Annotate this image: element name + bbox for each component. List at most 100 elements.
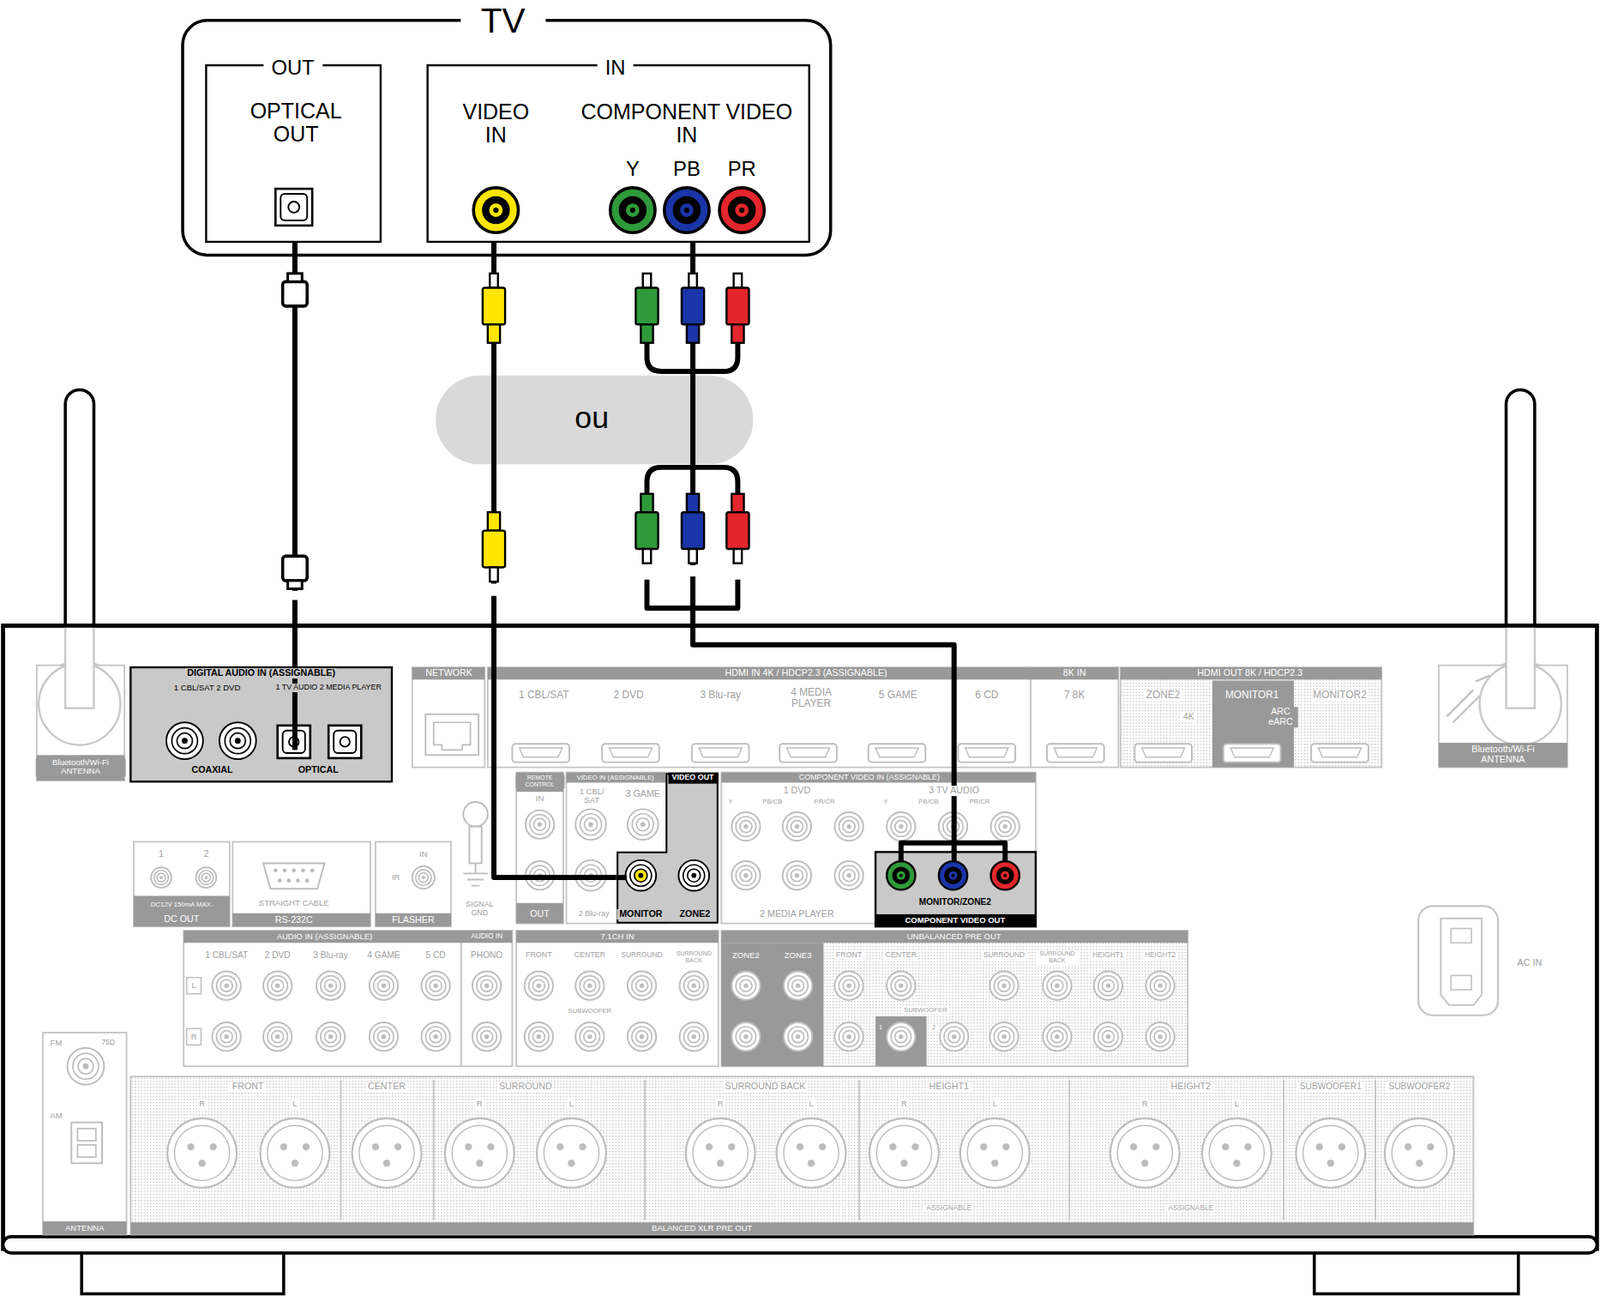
jack-ring [787, 1026, 808, 1047]
jack-ring [731, 971, 760, 1000]
jack-ring [991, 812, 1020, 841]
xlr-pin [578, 1142, 586, 1150]
jack-core [687, 1030, 700, 1043]
color-jack [886, 860, 915, 890]
jack-core [229, 733, 246, 749]
am-terminal-slot [77, 1144, 96, 1157]
panel-heading: Bluetooth/Wi-Fi ANTENNA [1449, 745, 1557, 766]
text-slot: DC OUT [162, 914, 202, 925]
jack-pin [484, 983, 489, 988]
panel-label: IN [533, 793, 546, 803]
jack-ring [1094, 1022, 1123, 1051]
jack-ring [524, 1022, 554, 1051]
jack-pin [743, 872, 748, 878]
text-slot: VIDEO IN [452, 99, 539, 147]
panel-label: COMPONENT VIDEO OUT [902, 915, 1008, 925]
text-slot: Y [726, 798, 735, 807]
label-band [667, 772, 718, 784]
jack-ring [472, 971, 501, 1000]
panel-label: Y [726, 798, 735, 807]
text-slot: MONITOR2 [1311, 690, 1369, 702]
jack-ring [787, 865, 807, 885]
jack-pin [484, 1034, 489, 1039]
color-jack [938, 860, 968, 890]
hdmi-port [1134, 743, 1192, 762]
antenna-rod-hidden [1506, 624, 1535, 709]
text-slot: 2 [201, 848, 211, 860]
xlr-jack-ring [1303, 1124, 1359, 1180]
panel-fill [1438, 665, 1568, 768]
panel-heading: 8K IN [1060, 667, 1089, 679]
text-slot: PB [671, 157, 704, 181]
text-slot: OUT [263, 55, 323, 79]
jack-core [377, 979, 390, 992]
hdmi-port-inner [1318, 747, 1362, 758]
multichannel-in-panel: 7.1CH INFRONTCENTERSURROUNDSURROUND BACK… [516, 930, 719, 1066]
text-slot: 1 CBL/ SAT [573, 786, 611, 805]
jack-ring [838, 1026, 859, 1047]
panel-label: 3 Blu-ray [311, 950, 350, 960]
xlr-divider [340, 1079, 343, 1221]
jack-pin [587, 983, 592, 988]
xlr-jack [1202, 1118, 1272, 1188]
rca-plug-neck [640, 493, 653, 512]
jack-core [220, 1030, 233, 1043]
jack-ring [630, 864, 652, 886]
panel-label: OPTICAL OUT [237, 98, 355, 146]
xlr-pin [1415, 1159, 1423, 1167]
jack-ring [1094, 971, 1123, 1000]
jack-pin [204, 875, 208, 879]
panel-heading: AUDIO IN (ASSIGNABLE) [274, 932, 374, 941]
panel-label: SURROUND [619, 950, 665, 959]
xlr-divider [643, 1079, 646, 1221]
panel-heading: Bluetooth/Wi-Fi ANTENNA [36, 757, 127, 776]
panel-fill [516, 772, 564, 924]
video-out-outline [616, 772, 719, 924]
jack-ring [263, 1022, 292, 1051]
panel-label: DC OUT [162, 914, 202, 925]
rca-plug-body [681, 511, 704, 549]
jack-ring [579, 975, 600, 996]
hdmi-port [779, 743, 837, 762]
jack-pin [898, 983, 903, 988]
jack-pin [381, 983, 386, 988]
text-slot: PR [725, 157, 758, 181]
text-slot: FRONT [229, 1081, 266, 1092]
panel-label: R [899, 1099, 910, 1108]
ethernet-jack-inner [433, 721, 471, 750]
jack-ring [890, 975, 911, 996]
panel-label: MONITOR1 [1223, 690, 1282, 702]
xlr-jack [445, 1118, 515, 1188]
xlr-pin [383, 1159, 391, 1167]
panel-fill [427, 65, 810, 242]
text-slot: STRAIGHT CABLE [256, 898, 331, 908]
panel-fill [183, 930, 462, 1066]
xlr-pin [291, 1159, 299, 1167]
xlr-pin [186, 1142, 194, 1150]
rca-plug-tip [643, 273, 652, 289]
jack-pin [83, 1063, 90, 1070]
jack-ring [316, 1022, 345, 1051]
text-slot: CENTER [883, 950, 919, 960]
jack-pin [275, 983, 280, 988]
rca-plug-body [482, 287, 506, 325]
jack-ring [834, 1022, 863, 1051]
text-slot: 75Ω [99, 1038, 117, 1047]
jack-pin [691, 1034, 697, 1039]
hdmi-8k-in-panel: 8K IN7 8K [1030, 667, 1119, 768]
jack-core [998, 820, 1011, 833]
jack-core [1051, 1030, 1064, 1043]
jack-core [418, 872, 428, 883]
jack-ring [575, 971, 604, 1000]
xlr-pin [991, 1159, 999, 1167]
jack-core [998, 1030, 1011, 1043]
jack-ring [886, 812, 915, 841]
xlr-pin [818, 1142, 826, 1150]
rca-plug-neck [731, 324, 744, 343]
xlr-jack [259, 1118, 330, 1188]
text-slot: AC IN [1515, 957, 1544, 969]
text-slot: ASSIGNABLE [924, 1203, 975, 1212]
text-slot: SURROUND [619, 950, 665, 959]
label-band [721, 772, 1036, 783]
panel-label: 2 DVD [611, 690, 646, 702]
